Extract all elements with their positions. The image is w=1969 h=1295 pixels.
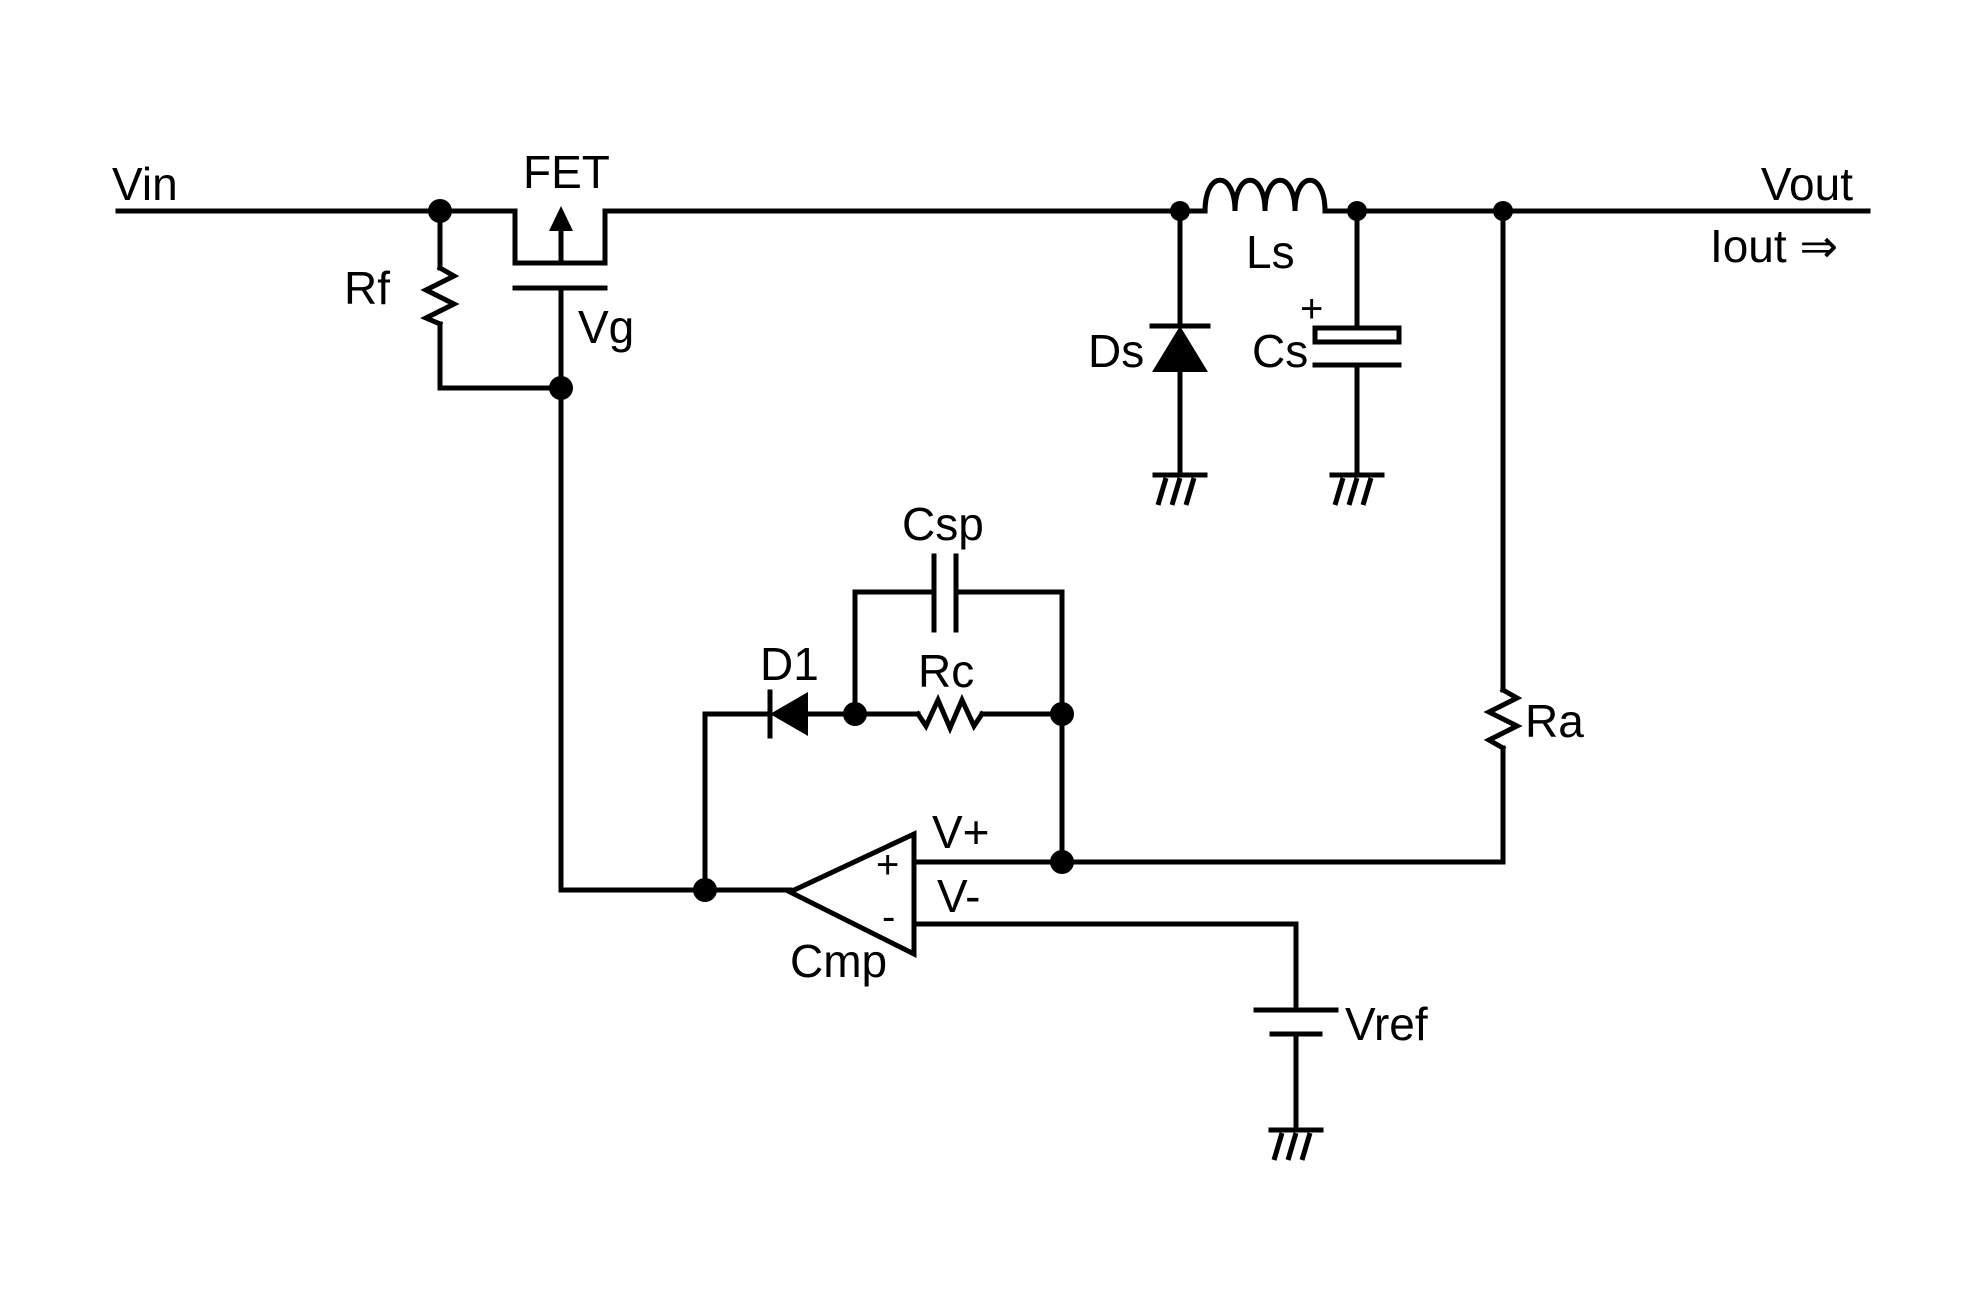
label-iout: Iout ⇒ — [1710, 220, 1838, 272]
label-d1: D1 — [760, 638, 819, 690]
label-ds: Ds — [1088, 325, 1144, 377]
junction-dot — [428, 199, 452, 223]
label-cmp-plus: + — [876, 843, 899, 887]
junction-dot — [1050, 702, 1074, 726]
label-cs: Cs — [1252, 325, 1308, 377]
label-cs-plus: + — [1300, 287, 1323, 331]
label-fet: FET — [523, 146, 610, 198]
ground-icon — [1155, 475, 1205, 505]
diode-ds — [1152, 211, 1208, 475]
junction-dot — [1347, 201, 1367, 221]
resistor-rf — [426, 211, 561, 388]
junction-dot — [843, 702, 867, 726]
label-ra: Ra — [1525, 695, 1584, 747]
junction-dot — [693, 878, 717, 902]
diode-d1 — [705, 692, 855, 890]
ground-icon — [1271, 1130, 1321, 1160]
junction-dot — [1493, 201, 1513, 221]
gate-wire — [561, 388, 790, 890]
junction-dot — [1170, 201, 1190, 221]
label-vminus: V- — [937, 870, 980, 922]
label-vplus: V+ — [932, 806, 990, 858]
label-csp: Csp — [902, 498, 984, 550]
label-vg: Vg — [578, 301, 634, 353]
junction-dot — [1050, 850, 1074, 874]
label-cmp: Cmp — [790, 935, 887, 987]
resistor-ra — [1062, 211, 1517, 862]
label-ls: Ls — [1246, 226, 1295, 278]
fet-transistor — [515, 206, 605, 388]
label-vin: Vin — [112, 158, 178, 210]
ground-icon — [1332, 475, 1382, 505]
label-vref: Vref — [1345, 998, 1428, 1050]
label-rf: Rf — [344, 262, 390, 314]
label-vout: Vout — [1761, 158, 1853, 210]
junction-dot — [549, 376, 573, 400]
label-cmp-minus: - — [882, 895, 895, 939]
label-rc: Rc — [918, 645, 974, 697]
inductor-ls — [1205, 180, 1362, 211]
battery-vref — [1256, 1010, 1336, 1130]
capacitor-cs — [1315, 211, 1399, 475]
